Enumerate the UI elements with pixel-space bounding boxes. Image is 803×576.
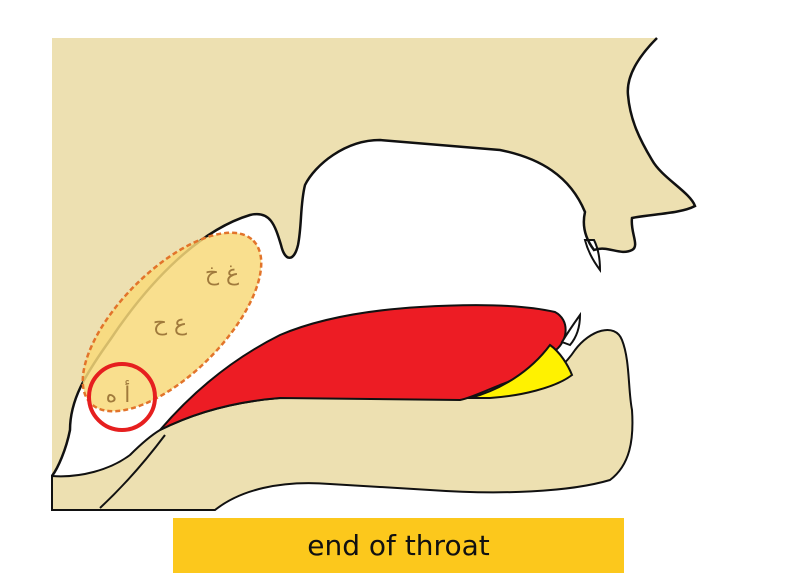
upper-tooth	[583, 239, 602, 274]
caption-background	[173, 518, 624, 573]
end-of-throat-highlight	[87, 362, 157, 432]
label-middle-letters: ع ح	[153, 311, 187, 336]
head-flesh	[52, 38, 695, 510]
caption: end of throat	[307, 529, 490, 562]
lower-tooth	[560, 311, 582, 347]
throat-zone	[81, 231, 263, 413]
label-lower-letters: أ ه	[106, 380, 131, 408]
label-upper-letters: غ خ	[205, 261, 239, 286]
tongue	[159, 304, 567, 431]
under-tongue	[469, 343, 574, 399]
throat-back-outline	[99, 434, 166, 509]
